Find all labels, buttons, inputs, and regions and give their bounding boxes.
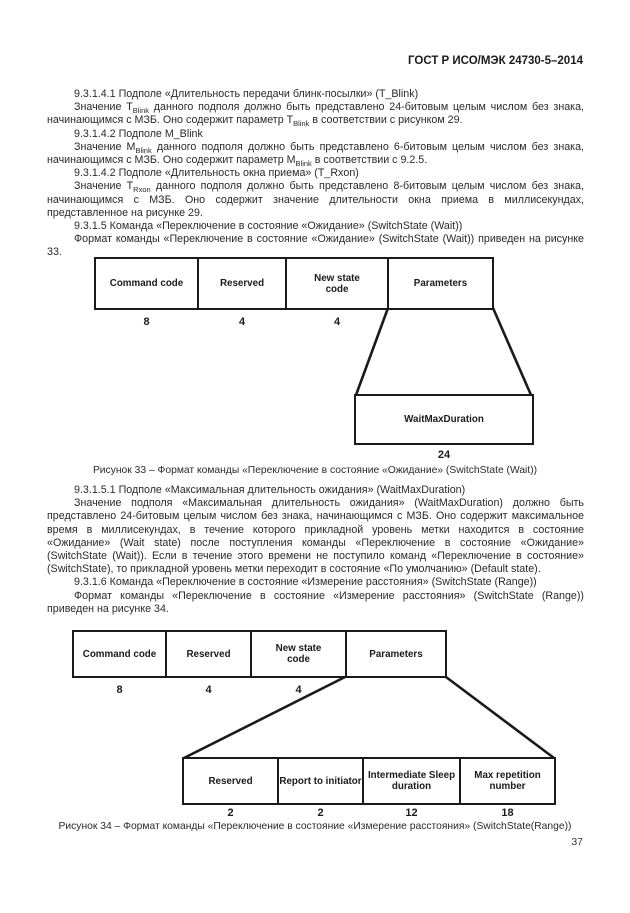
fig34-box-reserved: Reserved — [165, 630, 252, 678]
text-block-1: 9.3.1.4.1 Подполе «Длительность передачи… — [47, 88, 584, 260]
paragraph: 9.3.1.6 Команда «Переключение в состояни… — [74, 576, 537, 589]
fig33-bits-waitmaxduration: 24 — [437, 449, 451, 461]
paragraph: 9.3.1.4.2 Подполе M_Blink — [74, 127, 203, 140]
paragraph: Формат команды «Переключение в состояние… — [47, 233, 584, 259]
paragraph: 9.3.1.5 Команда «Переключение в состояни… — [74, 220, 463, 233]
fig34-bits-reserved: 4 — [205, 684, 212, 696]
fig34-box-command-code: Command code — [72, 630, 167, 678]
fig33-box-command-code: Command code — [94, 257, 199, 310]
fig34-bits-command-code: 8 — [116, 684, 123, 696]
paragraph: Формат команды «Переключение в состояние… — [47, 589, 584, 615]
fig34-box-reserved-2: Reserved — [182, 757, 279, 805]
fig34-box-max-repetition-number: Max repetition number — [459, 757, 556, 805]
figure-34-caption: Рисунок 34 – Формат команды «Переключени… — [58, 821, 572, 832]
paragraph: Значение MBlink данного подполя должно б… — [47, 140, 584, 169]
fig34-bits-max-repetition-number: 18 — [501, 807, 514, 819]
page-number: 37 — [571, 836, 583, 848]
fig34-box-intermediate-sleep-duration: Intermediate Sleep duration — [362, 757, 461, 805]
fig33-box-waitmaxduration: WaitMaxDuration — [354, 394, 534, 445]
fig34-box-report-to-initiator: Report to initiator — [277, 757, 364, 805]
fig34-bits-new-state-code: 4 — [295, 684, 302, 696]
paragraph: 9.3.1.4.2 Подполе «Длительность окна при… — [74, 167, 359, 180]
paragraph: Значение подполя «Максимальная длительно… — [47, 497, 584, 576]
text-block-2: 9.3.1.5.1 Подполе «Максимальная длительн… — [47, 484, 584, 616]
fig34-bits-reserved-2: 2 — [227, 807, 234, 819]
figure-33-caption: Рисунок 33 – Формат команды «Переключени… — [92, 465, 538, 476]
fig33-right-connector-line — [491, 307, 533, 396]
paragraph: 9.3.1.5.1 Подполе «Максимальная длительн… — [74, 484, 466, 496]
fig33-box-reserved: Reserved — [197, 257, 287, 310]
fig33-box-parameters: Parameters — [387, 257, 494, 310]
fig33-box-new-state-code: New state code — [285, 257, 389, 310]
fig33-bits-command-code: 8 — [143, 316, 150, 328]
fig33-bits-new-state-code: 4 — [333, 316, 341, 328]
fig34-box-new-state-code: New state code — [250, 630, 347, 678]
fig34-box-parameters: Parameters — [345, 630, 447, 678]
fig34-right-connector-line — [445, 675, 555, 760]
paragraph: 9.3.1.4.1 Подполе «Длительность передачи… — [74, 88, 419, 100]
fig33-bits-reserved: 4 — [238, 316, 246, 328]
paragraph: Значение TRxon данного подполя должно бы… — [47, 180, 584, 219]
paragraph: Значение TBlink данного подполя должно б… — [47, 101, 584, 129]
fig34-bits-report-to-initiator: 2 — [317, 807, 324, 819]
page-header-standard-number: ГОСТ Р ИСО/МЭК 24730-5–2014 — [408, 55, 583, 67]
fig34-bits-intermediate-sleep-duration: 12 — [405, 807, 418, 819]
